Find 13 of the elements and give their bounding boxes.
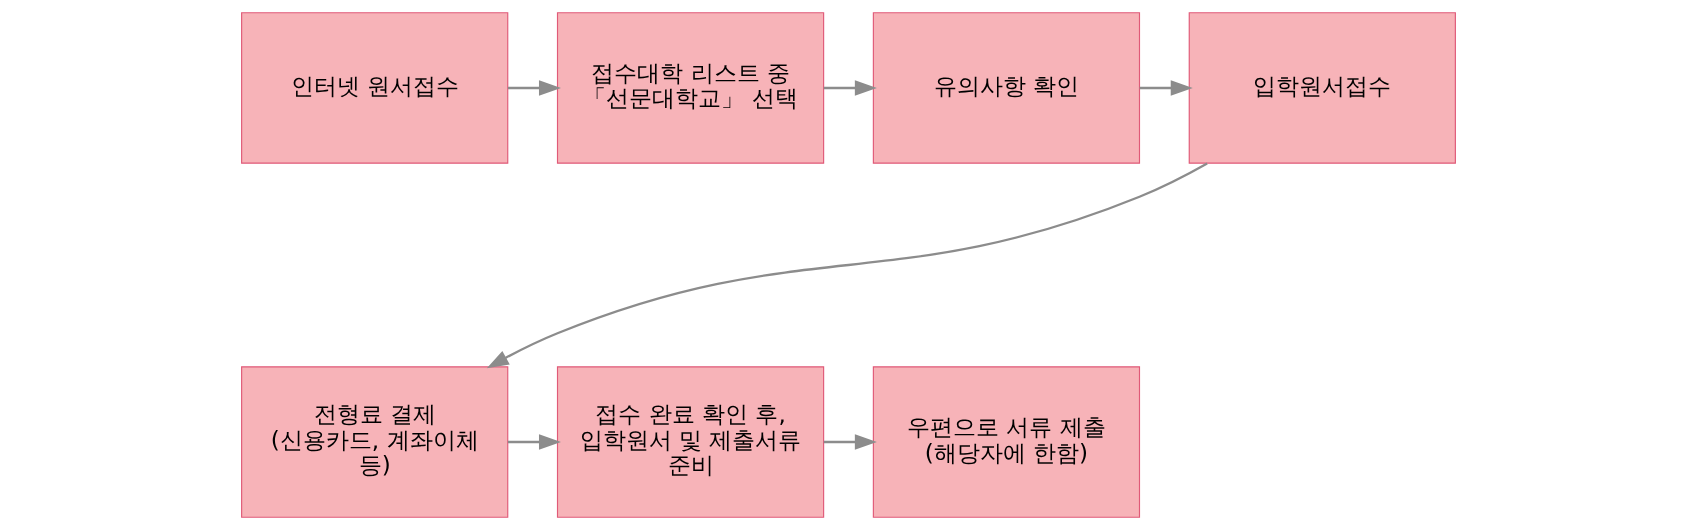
- arrow: [486, 162, 1208, 369]
- node-box: 접수대학 리스트 중 「선문대학교」 선택: [556, 12, 824, 164]
- node-box: 인터넷 원서접수: [240, 12, 508, 164]
- node-box: 전형료 결제 (신용카드, 계좌이체 등): [240, 366, 508, 518]
- arrow: [507, 80, 561, 96]
- arrow: [507, 434, 561, 450]
- node-box: 입학원서접수: [1188, 12, 1456, 164]
- node-box: 접수 완료 확인 후, 입학원서 및 제출서류 준비: [556, 366, 824, 518]
- arrow: [1139, 80, 1193, 96]
- arrow: [823, 80, 877, 96]
- node-box: 유의사항 확인: [872, 12, 1140, 164]
- arrow: [823, 434, 877, 450]
- node-box: 우편으로 서류 제출 (해당자에 한함): [872, 366, 1140, 518]
